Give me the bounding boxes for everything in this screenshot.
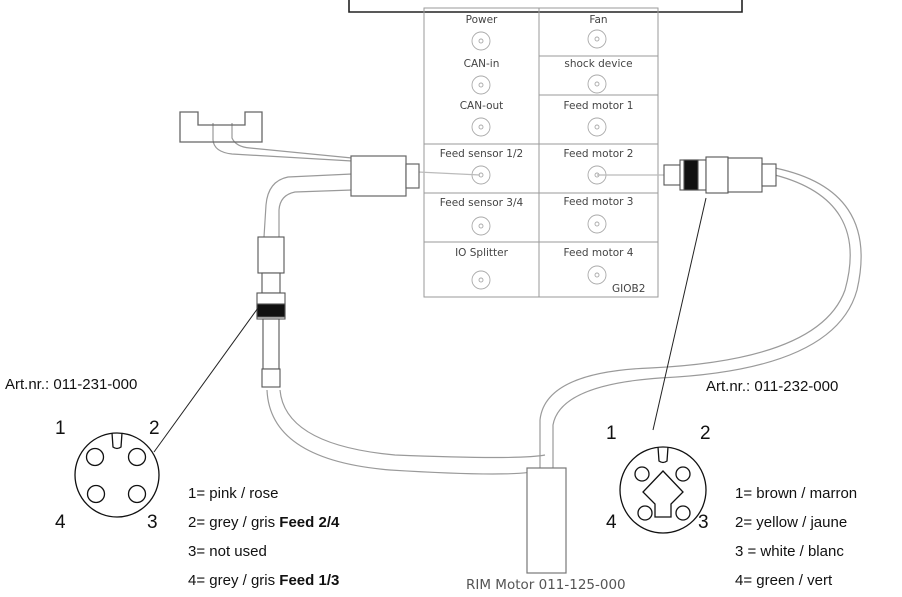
left-pin-1: 1 xyxy=(55,418,66,439)
right-pin-4: 4 xyxy=(606,512,617,533)
port-label-power: Power xyxy=(465,14,498,26)
right-legend-2: 2= yellow / jaune xyxy=(735,514,848,531)
port-label-can-in: CAN-in xyxy=(463,58,500,70)
left-legend-2: 2= grey / gris Feed 2/4 xyxy=(188,514,340,531)
left-legend-1: 1= pink / rose xyxy=(188,485,279,502)
right-socket-face xyxy=(619,446,707,534)
right-pin-2: 2 xyxy=(700,423,711,444)
port-label-fan: Fan xyxy=(589,14,608,26)
port-label-feed-sensor-34: Feed sensor 3/4 xyxy=(439,197,524,209)
right-legend-3: 3 = white / blanc xyxy=(735,543,844,560)
port-label-feed-motor-4: Feed motor 4 xyxy=(563,247,634,259)
panel-id-label: GIOB2 xyxy=(612,283,646,295)
right-legend-4: 4= green / vert xyxy=(735,572,833,589)
left-pin-2: 2 xyxy=(149,418,160,439)
left-pin-3: 3 xyxy=(147,512,158,533)
port-label-io-splitter: IO Splitter xyxy=(455,247,508,259)
left-legend-4: 4= grey / gris Feed 1/3 xyxy=(188,572,340,589)
right-pin-3: 3 xyxy=(698,512,709,533)
port-label-feed-motor-3: Feed motor 3 xyxy=(563,196,634,208)
port-label-feed-sensor-12: Feed sensor 1/2 xyxy=(439,148,524,160)
left-cable-connector xyxy=(256,236,286,388)
right-legend-1: 1= brown / marron xyxy=(735,485,858,502)
left-socket-face xyxy=(74,432,160,518)
rim-motor-block xyxy=(526,467,567,574)
giob2-panel xyxy=(423,7,659,298)
port-label-shock-device: shock device xyxy=(564,58,633,70)
cables xyxy=(212,123,862,475)
clip-connector xyxy=(179,111,263,143)
right-art-number: Art.nr.: 011-232-000 xyxy=(706,378,839,395)
left-pin-4: 4 xyxy=(55,512,66,533)
right-cable-connector xyxy=(663,156,777,194)
splitter-box xyxy=(350,155,420,197)
right-pin-1: 1 xyxy=(606,423,617,444)
port-label-can-out: CAN-out xyxy=(459,100,504,112)
rim-motor-label: RIM Motor 011-125-000 xyxy=(466,577,626,593)
left-legend-3: 3= not used xyxy=(188,543,267,560)
leader-lines xyxy=(153,197,707,453)
left-art-number: Art.nr.: 011-231-000 xyxy=(5,376,138,393)
top-caption-box xyxy=(348,0,743,13)
panel-sockets xyxy=(471,29,607,290)
port-label-feed-motor-1: Feed motor 1 xyxy=(563,100,634,112)
port-label-feed-motor-2: Feed motor 2 xyxy=(563,148,634,160)
